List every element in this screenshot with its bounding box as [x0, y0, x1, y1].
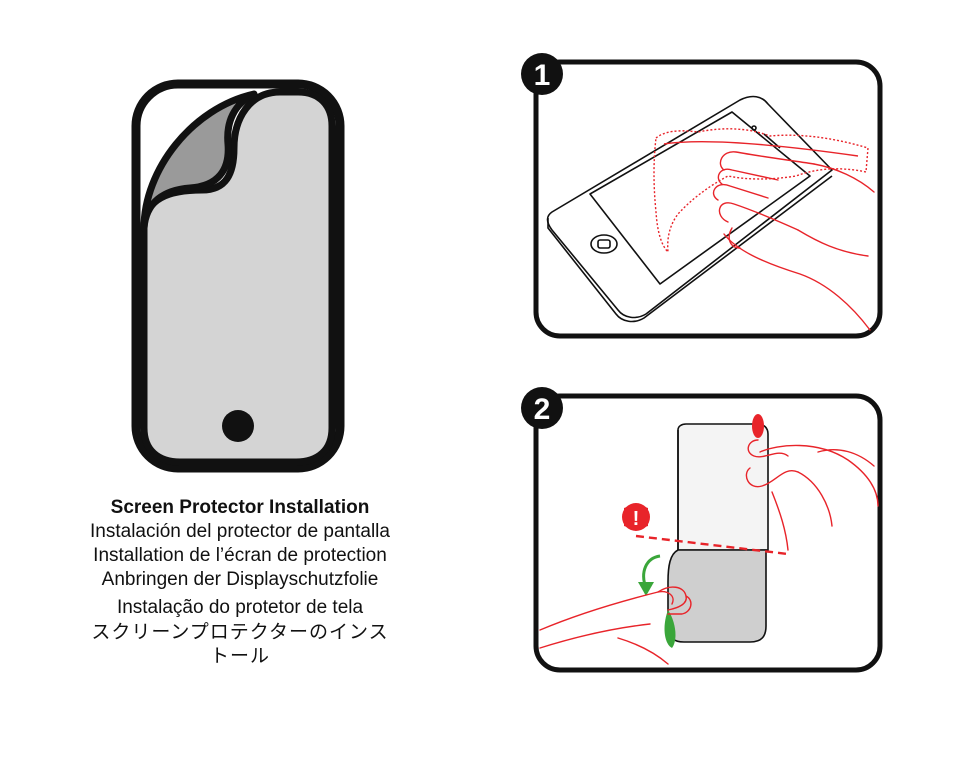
caption-title: Screen Protector Installation	[110, 497, 370, 518]
step-1-illustration: 1	[521, 53, 883, 339]
step-1-panel: 1	[518, 52, 884, 342]
caption-portuguese: Instalação do protetor de tela	[116, 597, 364, 618]
step-2-badge	[521, 387, 563, 429]
step-1-number: 1	[534, 59, 551, 92]
step-2-number: 2	[534, 393, 551, 426]
upper-hand-icon	[745, 439, 879, 551]
step-1-badge	[521, 53, 563, 95]
cleaning-cloth-icon	[653, 128, 869, 254]
top-tab-icon	[752, 414, 764, 438]
warning-icon: !	[622, 503, 650, 531]
curved-arrow-icon	[638, 554, 661, 596]
hand-icon	[712, 151, 875, 331]
caption-japanese-line1: スクリーンプロテクターのインス	[91, 621, 389, 643]
caption-spanish: Instalación del protector de pantalla	[90, 521, 390, 542]
caption-block: Screen Protector Installation Instalació…	[40, 496, 440, 668]
caption-japanese-line2: トール	[209, 645, 270, 667]
caption-german: Anbringen der Displayschutzfolie	[101, 569, 379, 590]
warning-mark: !	[633, 508, 640, 530]
lower-hand-icon	[539, 586, 692, 665]
phone-protector-peel-icon	[131, 79, 345, 473]
caption-french: Installation de l’écran de protection	[93, 545, 387, 566]
protector-film-icon	[667, 423, 769, 643]
bottom-tab-icon	[664, 610, 676, 648]
step-2-illustration: 2 !	[521, 387, 883, 673]
step-2-panel: 2 !	[518, 386, 884, 676]
